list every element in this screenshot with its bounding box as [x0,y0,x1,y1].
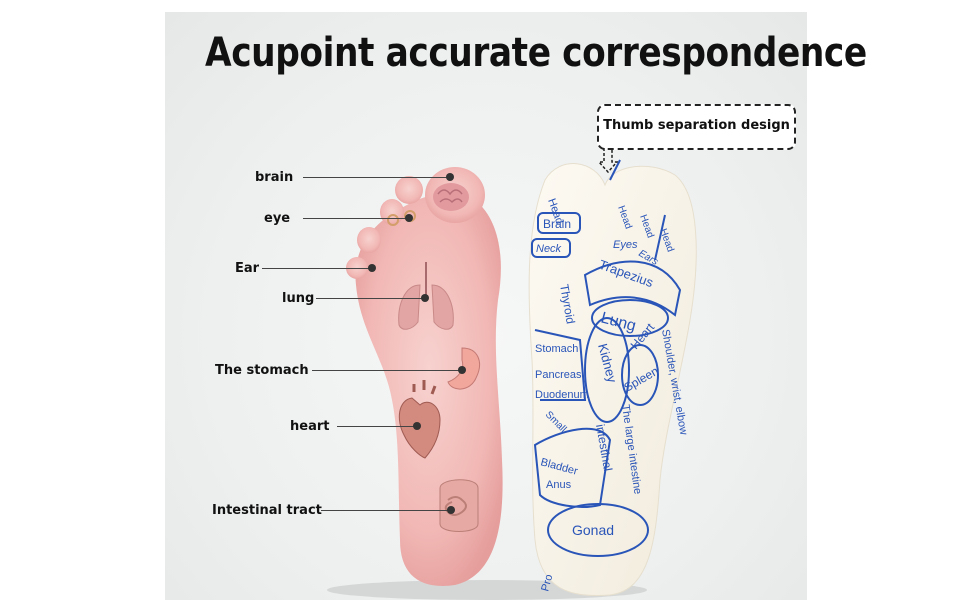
sock-label-eyes: Eyes [613,239,638,251]
label-stomach: The stomach [215,363,309,378]
label-intestinal-tract: Intestinal tract [212,503,322,518]
sock-label-neck: Neck [536,243,562,255]
sock-label-stomach: Stomach [535,343,578,355]
lung-icon [398,262,454,330]
brain-leader-line [303,177,450,178]
sock-label-duodenum: Duodenum [535,389,589,401]
ear-marker [368,264,376,272]
brain-icon [433,183,469,211]
brain-marker [446,173,454,181]
sock-label-anus: Anus [546,479,572,491]
stomach-marker [458,366,466,374]
sock-label-brain: Brain [543,217,571,231]
ear-leader-line [262,268,372,269]
intestinal-leader-line [321,510,451,511]
reflexology-sock: Head Brain Neck Head Head Head Eyes Ears… [528,159,697,597]
eye-leader-line [303,218,409,219]
down-arrow-icon [598,148,618,174]
stomach-leader-line [312,370,462,371]
lung-leader-line [316,298,425,299]
sock-label-gonad: Gonad [572,522,614,538]
heart-leader-line [337,426,417,427]
eye-marker [405,214,413,222]
sock-label-thyroid: Thyroid [557,283,578,325]
sock-label-pancreas: Pancreas [535,369,582,381]
lung-marker [421,294,429,302]
thumb-separation-callout: Thumb separation design [597,104,796,150]
label-eye: eye [264,211,291,226]
callout-text: Thumb separation design [603,118,790,133]
intestine-icon [439,479,479,532]
label-brain: brain [255,170,294,185]
intestinal-marker [447,506,455,514]
label-lung: lung [282,291,315,306]
sock-label-pro: Pro [539,573,555,593]
label-ear: Ear [235,261,260,276]
heart-marker [413,422,421,430]
foot-sole [346,167,503,586]
label-heart: heart [290,419,330,434]
